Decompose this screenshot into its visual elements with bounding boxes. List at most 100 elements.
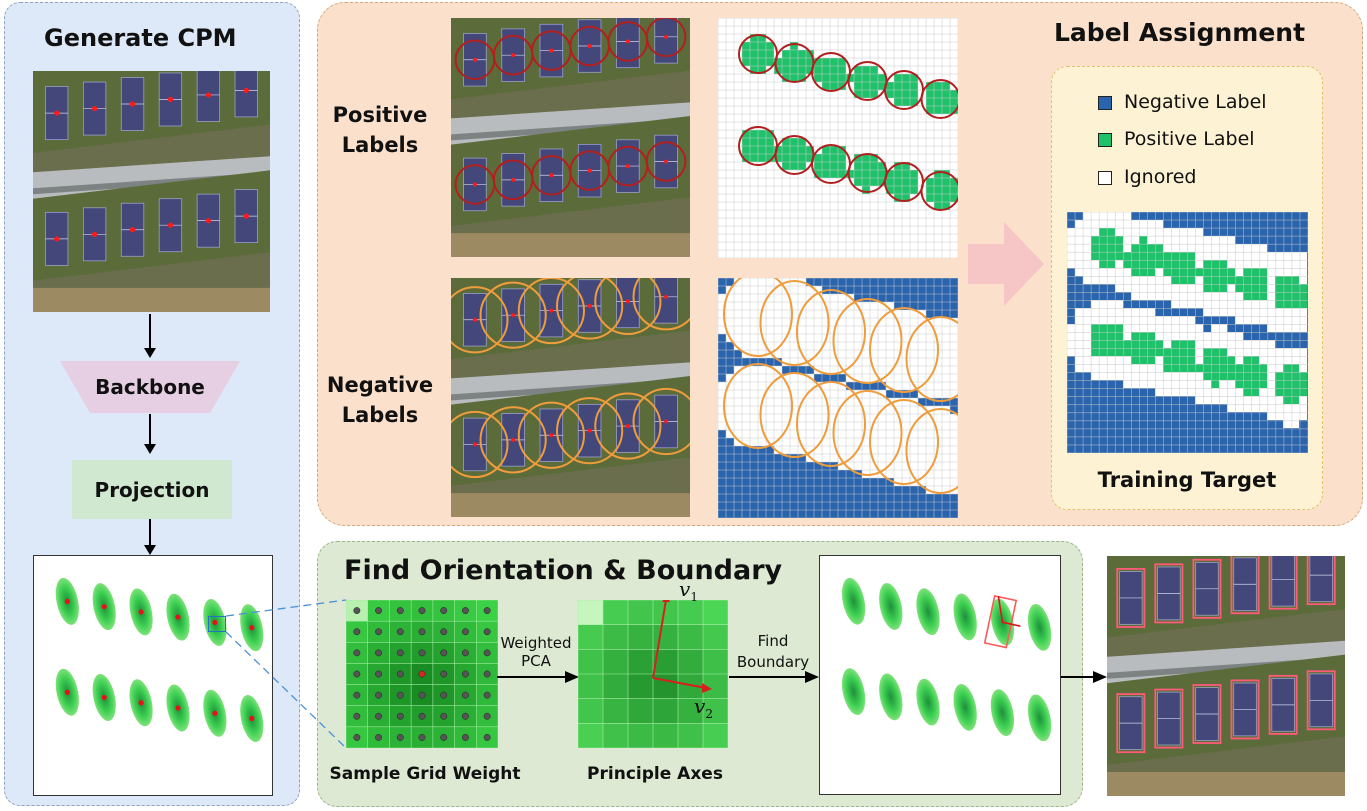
ignored-cell — [878, 430, 886, 438]
sample-grid-weight — [346, 600, 498, 748]
positive-cell — [894, 74, 902, 82]
assignment-arrow — [968, 222, 1044, 306]
ignored-cell — [734, 294, 742, 302]
positive-cell — [1291, 364, 1299, 372]
ignored-cell — [814, 454, 822, 462]
positive-cell — [798, 138, 806, 146]
center-point — [249, 715, 255, 722]
weight-cell — [603, 723, 628, 748]
ignored-cell — [734, 438, 742, 446]
positive-cell — [742, 58, 750, 66]
ignored-cell — [1259, 300, 1267, 308]
ignored-cell — [1299, 316, 1307, 324]
ignored-cell — [798, 422, 806, 430]
ignored-cell — [790, 438, 798, 446]
ignored-cell — [1075, 220, 1083, 228]
ignored-cell — [1171, 292, 1179, 300]
ignored-cell — [870, 406, 878, 414]
positive-cell — [814, 66, 822, 74]
positive-cell — [806, 66, 814, 74]
ignored-cell — [734, 342, 742, 350]
ignored-cell — [854, 374, 862, 382]
ignored-cell — [854, 342, 862, 350]
ignored-cell — [934, 470, 942, 478]
ignored-cell — [894, 334, 902, 342]
ignored-cell — [1067, 348, 1075, 356]
positive-cell — [902, 98, 910, 106]
ignored-cell — [806, 422, 814, 430]
ignored-cell — [1107, 212, 1115, 220]
ignored-cell — [1091, 212, 1099, 220]
positive-cell — [926, 82, 934, 90]
positive-cell — [1107, 348, 1115, 356]
positive-cell — [1211, 348, 1219, 356]
ignored-cell — [742, 366, 750, 374]
ignored-cell — [1123, 364, 1131, 372]
positive-cell — [942, 170, 950, 178]
weight-cell — [578, 600, 603, 625]
positive-cell — [862, 90, 870, 98]
positive-cell — [1219, 260, 1227, 268]
positive-cell — [910, 170, 918, 178]
ignored-cell — [878, 438, 886, 446]
find-boundary-label: Find Boundary — [730, 631, 816, 673]
ignored-cell — [1251, 308, 1259, 316]
positive-cell — [1163, 252, 1171, 260]
ignored-cell — [1131, 316, 1139, 324]
ignored-cell — [1139, 324, 1147, 332]
positive-cell — [1195, 364, 1203, 372]
positive-cell — [950, 98, 958, 106]
ignored-cell — [918, 318, 926, 326]
ignored-cell — [1075, 244, 1083, 252]
positive-cell — [790, 162, 798, 170]
ignored-cell — [742, 302, 750, 310]
ignored-cell — [1091, 300, 1099, 308]
sample-point — [461, 691, 469, 699]
positive-cell — [870, 74, 878, 82]
center-point — [549, 433, 554, 438]
ignored-cell — [846, 406, 854, 414]
ignored-cell — [1147, 236, 1155, 244]
ignored-cell — [1283, 252, 1291, 260]
ignored-cell — [918, 366, 926, 374]
legend-negative-text: Negative Label — [1124, 91, 1267, 113]
ignored-cell — [950, 390, 958, 398]
positive-cell — [1299, 292, 1307, 300]
positive-cell — [822, 146, 830, 154]
ignored-cell — [726, 430, 734, 438]
ignored-cell — [1267, 380, 1275, 388]
positive-cell — [942, 178, 950, 186]
sample-point — [461, 712, 469, 720]
positive-cell — [814, 154, 822, 162]
ignored-cell — [910, 326, 918, 334]
positive-cell — [1259, 276, 1267, 284]
ignored-cell — [766, 366, 774, 374]
ignored-cell — [1275, 396, 1283, 404]
negative-label-grid — [718, 278, 958, 518]
positive-cell — [950, 90, 958, 98]
ignored-cell — [726, 414, 734, 422]
ignored-cell — [726, 422, 734, 430]
positive-cell — [742, 130, 750, 138]
ignored-cell — [1139, 220, 1147, 228]
positive-cell — [814, 74, 822, 82]
positive-cell — [822, 170, 830, 178]
ignored-cell — [838, 350, 846, 358]
ignored-cell — [894, 430, 902, 438]
positive-cell — [838, 146, 846, 154]
ignored-cell — [1243, 252, 1251, 260]
ignored-cell — [934, 358, 942, 366]
sample-point — [483, 607, 491, 615]
ignored-cell — [718, 398, 726, 406]
ignored-cell — [838, 318, 846, 326]
ignored-cell — [1267, 412, 1275, 420]
ignored-cell — [1123, 220, 1131, 228]
ignored-cell — [750, 342, 758, 350]
positive-cell — [1099, 332, 1107, 340]
ignored-cell — [910, 310, 918, 318]
ignored-cell — [1259, 388, 1267, 396]
ignored-cell — [1123, 324, 1131, 332]
ignored-cell — [1139, 228, 1147, 236]
ignored-cell — [782, 406, 790, 414]
ignored-cell — [894, 454, 902, 462]
